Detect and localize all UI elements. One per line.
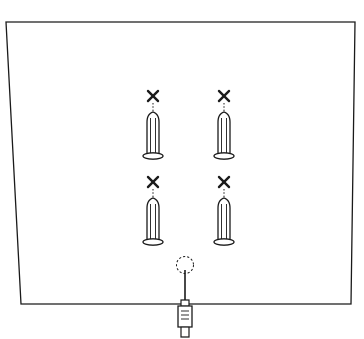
ethernet-rj45-connector-icon <box>178 300 192 337</box>
wall-panel <box>6 22 355 304</box>
